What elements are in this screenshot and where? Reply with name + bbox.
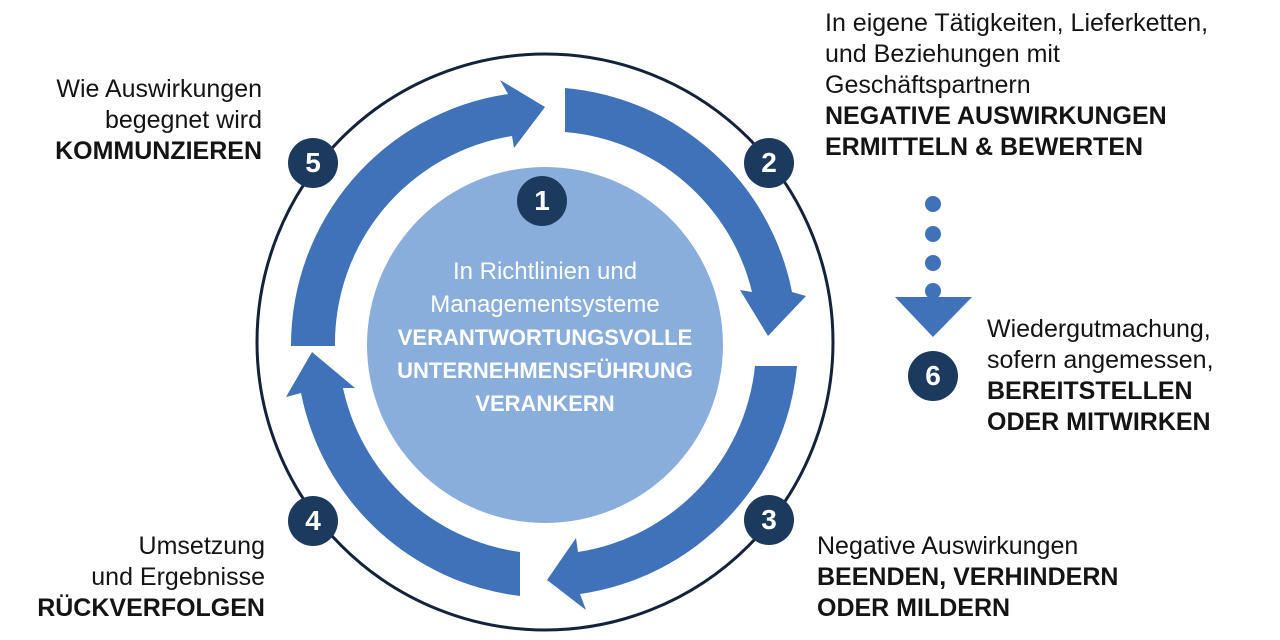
step-badge-1: 1 xyxy=(517,176,567,226)
step-5-bold-1: KOMMUNZIEREN xyxy=(55,137,262,165)
outer-ring xyxy=(255,52,835,632)
step-5-line-1: Wie Auswirkungen xyxy=(56,75,262,103)
step-4-line-1: Umsetzung xyxy=(138,532,265,560)
step-6-line-2: sofern angemessen, xyxy=(987,346,1214,374)
step-badge-3: 3 xyxy=(744,495,794,545)
step-5-line-2: begegnet wird xyxy=(104,106,262,134)
step-2-bold-2: ERMITTELN & BEWERTEN xyxy=(825,133,1144,161)
step-2-bold-1: NEGATIVE AUSWIRKUNGEN xyxy=(825,102,1167,130)
step-badge-2: 2 xyxy=(744,138,794,188)
step-badge-5: 5 xyxy=(288,138,338,188)
step-3-line-1: Negative Auswirkungen xyxy=(817,532,1079,560)
step-2-line-1: In eigene Tätigkeiten, Lieferketten, xyxy=(825,9,1209,37)
step-6-text: Wiedergutmachung, sofern angemessen, BER… xyxy=(987,314,1214,438)
step-3-text: Negative Auswirkungen BEENDEN, VERHINDER… xyxy=(817,531,1118,624)
center-bold-3: VERANKERN xyxy=(475,391,615,416)
center-line-1: In Richtlinien und xyxy=(452,258,638,285)
step-3-bold-1: BEENDEN, VERHINDERN xyxy=(817,563,1119,591)
step-6-line-1: Wiedergutmachung, xyxy=(987,315,1211,343)
step-4-line-2: und Ergebnisse xyxy=(91,563,265,591)
circular-arrow-icon xyxy=(286,80,806,610)
step-badge-4: 4 xyxy=(288,496,338,546)
step-6-bold-2: ODER MITWIRKEN xyxy=(987,408,1211,436)
step-6-bold-1: BEREITSTELLEN xyxy=(987,377,1193,405)
dotted-arrow-down-icon xyxy=(895,196,972,337)
center-bold-2: UNTERNEHMENSFÜHRUNG xyxy=(397,358,693,383)
center-line-2: Managementsysteme xyxy=(430,291,660,318)
step-2-line-2: und Beziehungen mit xyxy=(825,40,1060,68)
center-bold-1: VERANTWORTUNGSVOLLE xyxy=(397,325,693,350)
center-step-text: In Richtlinien und Managementsysteme VER… xyxy=(370,255,720,420)
step-4-bold-1: RÜCKVERFOLGEN xyxy=(37,594,265,622)
step-4-text: Umsetzung und Ergebnisse RÜCKVERFOLGEN xyxy=(0,531,265,624)
step-3-bold-2: ODER MILDERN xyxy=(817,594,1011,622)
step-2-text: In eigene Tätigkeiten, Lieferketten, und… xyxy=(825,8,1208,163)
step-2-line-3: Geschäftspartnern xyxy=(825,71,1031,99)
step-5-text: Wie Auswirkungen begegnet wird KOMMUNZIE… xyxy=(0,74,262,167)
step-badge-6: 6 xyxy=(908,351,958,401)
center-circle xyxy=(367,167,723,523)
